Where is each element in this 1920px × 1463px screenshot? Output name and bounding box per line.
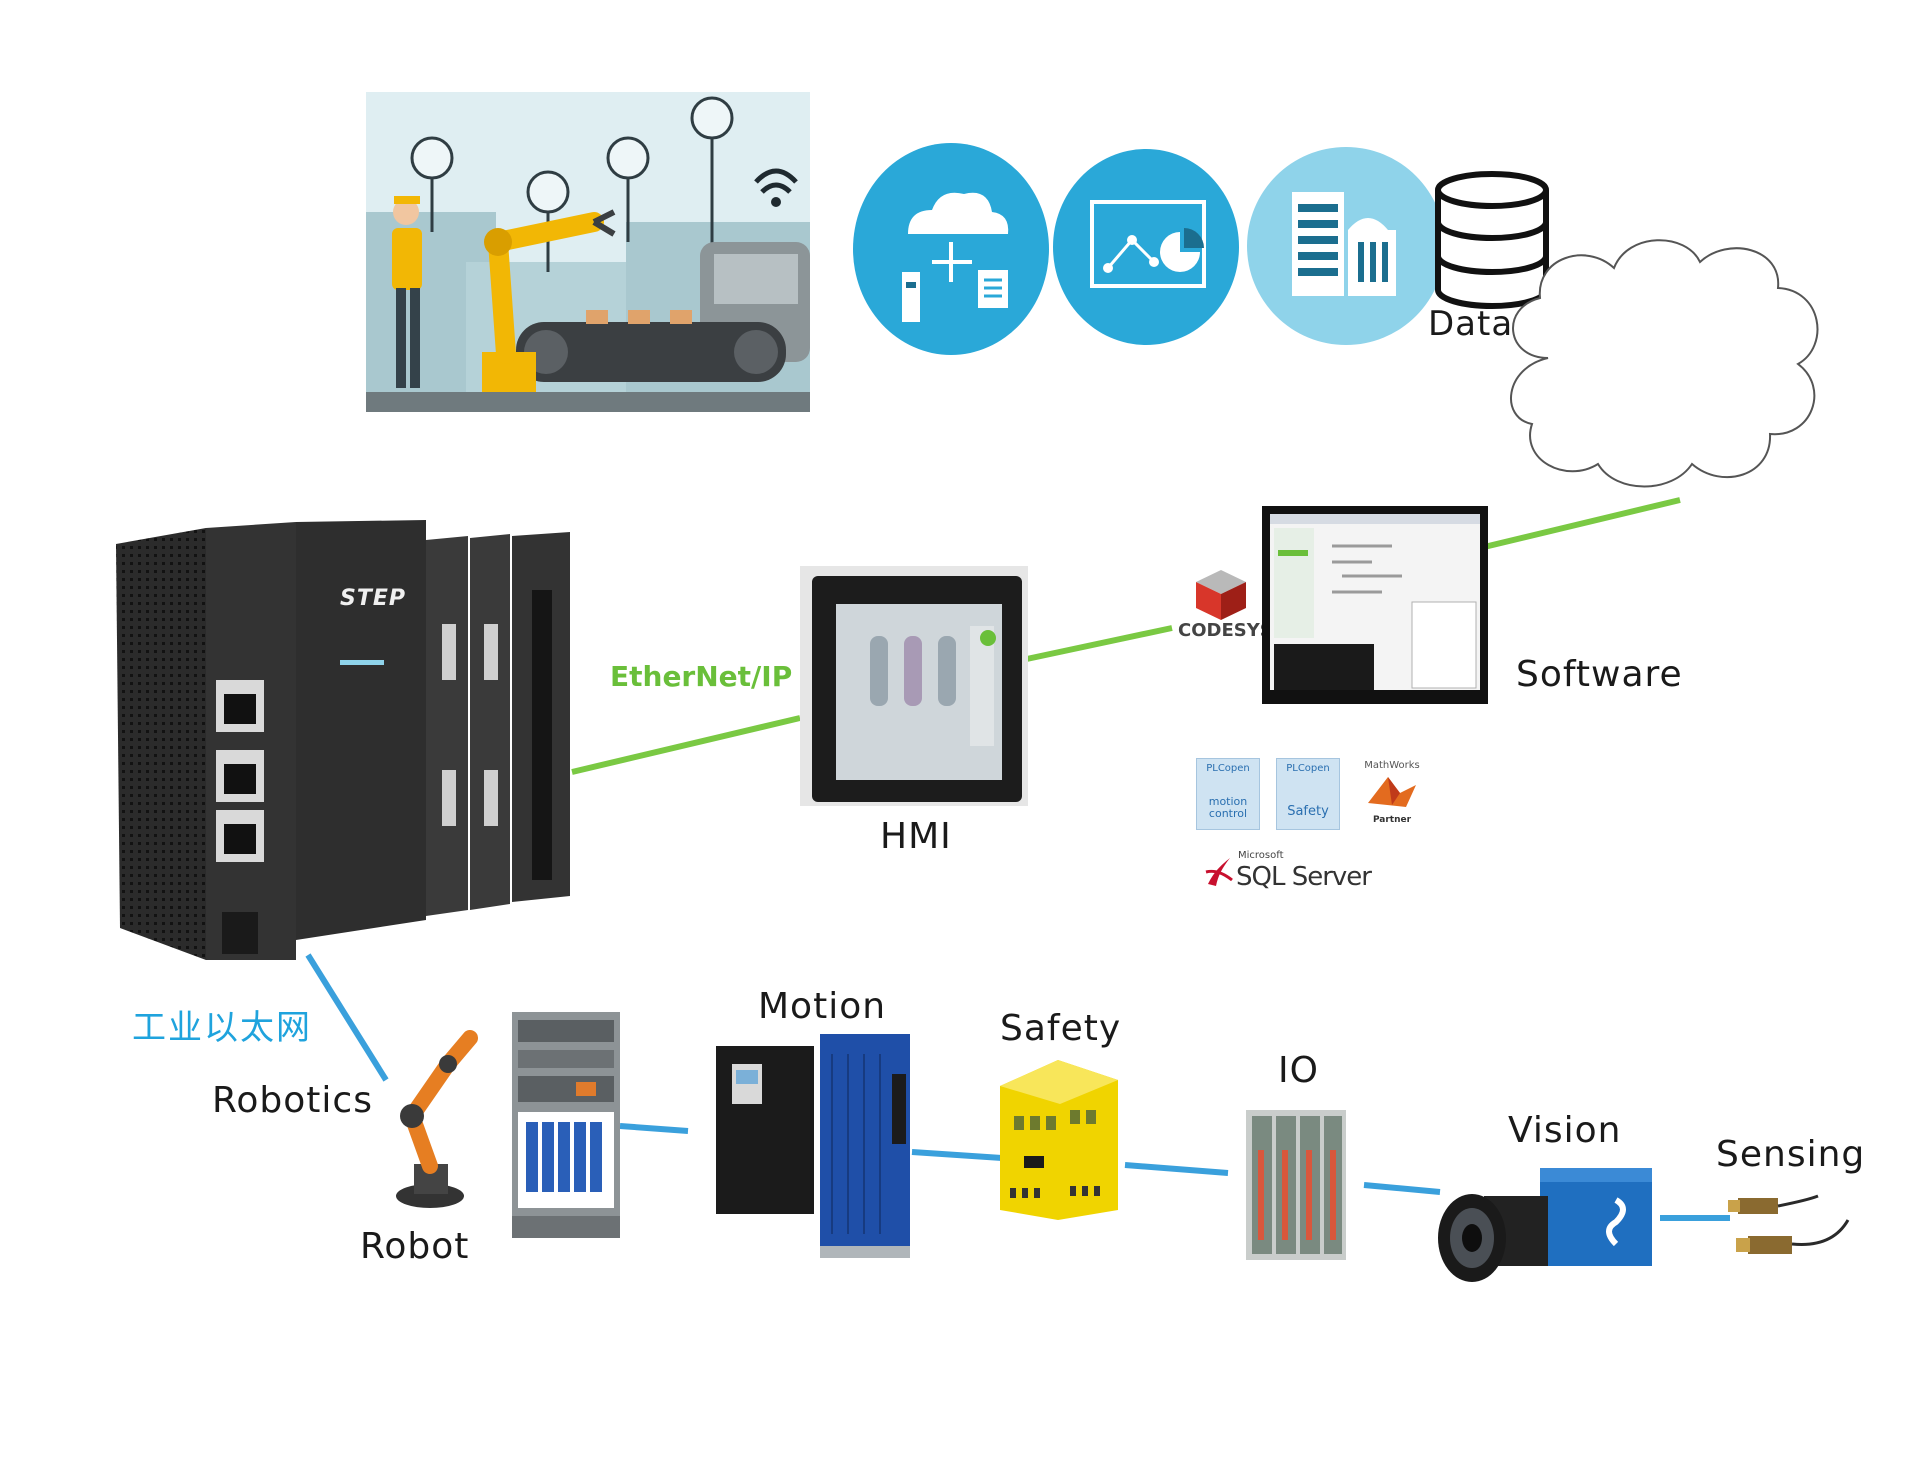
io-label: IO [1278, 1050, 1319, 1091]
link-hmi-codesys [1021, 625, 1173, 663]
link-rack-motion [619, 1123, 689, 1134]
sql-microsoft-text: Microsoft [1238, 850, 1284, 861]
software-screen-image [1262, 506, 1488, 704]
sql-server-icon [1205, 858, 1233, 886]
hmi-panel-image [800, 566, 1028, 806]
codesys-cube-icon [1196, 570, 1246, 620]
matlab-membrane-icon [1368, 777, 1416, 807]
link-controller-hmi [571, 715, 801, 775]
vision-camera-image [1438, 1168, 1652, 1282]
smart-factory-illustration [366, 92, 810, 412]
plcopen-motion-logo: PLCopen motion control [1196, 758, 1260, 830]
hmi-label: HMI [880, 816, 952, 857]
data-label: Data [1428, 304, 1514, 344]
industrial-robot-image [396, 1030, 478, 1208]
controller-brand: STEP [340, 586, 407, 611]
analytics-chart-icon [1053, 149, 1239, 345]
codesys-logo-text: CODESYS [1178, 620, 1273, 641]
vision-label: Vision [1508, 1110, 1622, 1151]
link-safety-io [1124, 1162, 1229, 1176]
proximity-sensors-image [1728, 1194, 1850, 1254]
mathworks-partner-logo: MathWorks Partner [1362, 760, 1422, 830]
cloud-icon [1510, 239, 1819, 488]
industrial-ethernet-label: 工业以太网 [132, 1008, 312, 1048]
safety-relay-image [1000, 1060, 1118, 1220]
sql-server-text: SQL Server [1236, 862, 1372, 892]
motion-label: Motion [758, 986, 887, 1027]
plcopen-safety-logo: PLCopen Safety [1276, 758, 1340, 830]
link-controller-robot [305, 953, 389, 1082]
control-cabinet-image [512, 1012, 620, 1238]
cloud-server-icon [853, 143, 1049, 355]
link-software-cloud [1479, 497, 1681, 551]
software-label: Software [1516, 654, 1683, 695]
buildings-icon [1247, 147, 1445, 345]
robot-label: Robot [360, 1226, 470, 1267]
safety-label: Safety [1000, 1008, 1122, 1049]
step-controller-image [116, 520, 570, 960]
link-motion-safety [911, 1149, 1003, 1161]
ethernet-ip-label: EtherNet/IP [610, 660, 793, 693]
robotics-label: Robotics [212, 1080, 373, 1121]
motion-drives-image [716, 1034, 910, 1258]
io-modules-image [1246, 1110, 1346, 1260]
sensing-label: Sensing [1716, 1134, 1866, 1175]
link-io-vision [1363, 1182, 1441, 1195]
